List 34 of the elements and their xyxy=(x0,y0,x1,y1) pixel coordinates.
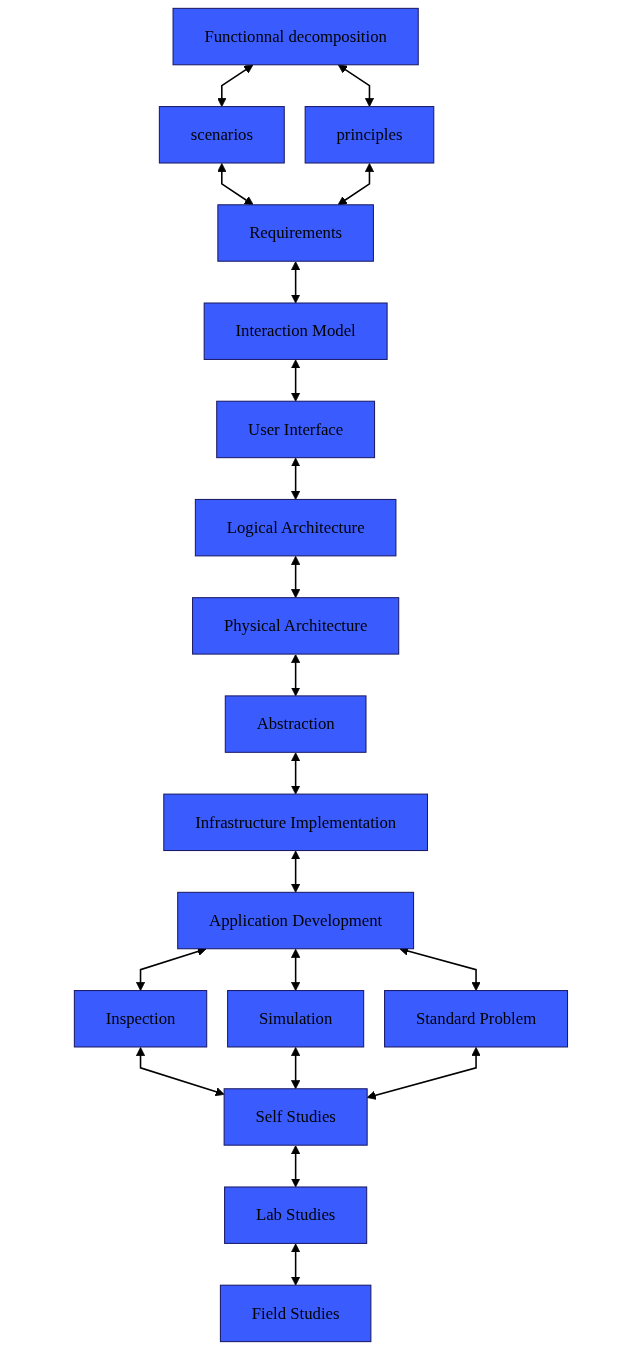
arrow xyxy=(291,555,301,599)
arrow xyxy=(291,457,301,500)
arrow xyxy=(291,752,301,795)
arrow xyxy=(291,948,301,991)
arrow xyxy=(217,64,254,107)
arrow xyxy=(136,1046,225,1097)
arrow xyxy=(291,1046,301,1090)
node-box: Field Studies xyxy=(219,1284,372,1343)
node-box: Inspection xyxy=(73,990,208,1048)
node-box: Abstraction xyxy=(224,695,367,753)
arrow xyxy=(136,947,207,991)
node-box: Self Studies xyxy=(223,1088,368,1146)
node-box: scenarios xyxy=(158,106,285,164)
node-box: Interaction Model xyxy=(203,302,388,360)
node-box: Standard Problem xyxy=(384,990,569,1048)
node-box: User Interface xyxy=(216,400,376,459)
arrow xyxy=(291,1243,301,1286)
arrow xyxy=(291,850,301,893)
arrow xyxy=(337,163,375,206)
node-box: Lab Studies xyxy=(224,1186,368,1244)
node-box: Physical Architecture xyxy=(192,597,400,655)
arrow xyxy=(291,654,301,697)
arrow xyxy=(217,163,254,206)
node-box: Infrastructure Implementation xyxy=(163,793,429,852)
node-box: Functionnal decomposition xyxy=(172,7,419,66)
node-box: Logical Architecture xyxy=(194,498,397,557)
node-box: Simulation xyxy=(227,990,365,1048)
node-box: Application Development xyxy=(177,891,415,950)
node-box: principles xyxy=(304,106,435,164)
arrow xyxy=(291,1145,301,1188)
arrow xyxy=(338,64,375,107)
arrow xyxy=(291,261,301,304)
arrow xyxy=(291,359,301,402)
node-box: Requirements xyxy=(217,204,374,262)
